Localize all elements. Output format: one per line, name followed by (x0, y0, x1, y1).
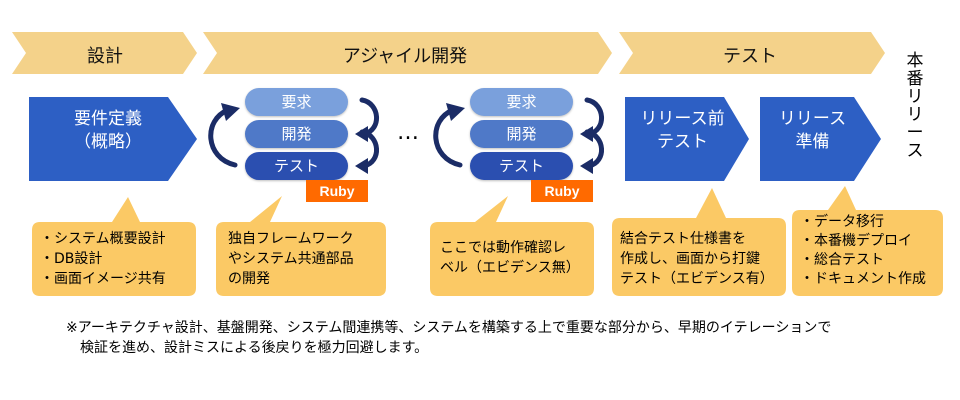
footnote: ※アーキテクチャ設計、基盤開発、システム間連携等、システムを構築する上で重要な部… (66, 318, 926, 358)
box-arrow-requirements (29, 97, 197, 181)
arrowhead-right-top-2 (580, 126, 593, 142)
note-bubble-release (792, 186, 943, 296)
cycle2-test-pill: テスト (470, 152, 573, 180)
release-label-char: ス (906, 141, 924, 161)
release-label-char: リ (906, 87, 924, 107)
release-label-char: ー (906, 123, 924, 143)
release-prep-line-2: 準備 (795, 132, 830, 152)
cycle2-ruby-badge: Ruby (531, 180, 593, 202)
cycle-ellipsis: … (397, 120, 419, 145)
note-test: 結合テスト仕様書を 作成し、画面から打鍵 テスト（エビデンス有） (620, 229, 786, 289)
cycle1-requirement-pill: 要求 (245, 88, 348, 116)
note-cycle2: ここでは動作確認レ ベル（エビデンス無） (440, 238, 594, 278)
arrowhead-right-bottom-2 (580, 158, 593, 174)
note-test-line: テスト（エビデンス有） (620, 271, 774, 287)
arrowhead-left-2 (446, 103, 465, 121)
release-label-char: 本 (906, 51, 924, 71)
cycle2-requirement-pill: 要求 (470, 88, 573, 116)
box-arrow-release-prep (760, 97, 881, 181)
phase-chevron-agile (203, 32, 612, 74)
release-label: 本番リリース (905, 52, 925, 160)
note-release-line: ・本番機デプロイ (800, 233, 912, 249)
cycle-left-arrow-1 (208, 107, 238, 168)
note-bubble-design (32, 197, 196, 296)
note-design-line: ・システム概要設計 (40, 231, 166, 247)
pre-release-test-line-1: リリース前 (640, 109, 725, 129)
note-cycle1-line: の開発 (228, 271, 270, 287)
note-bubble-cycle2 (430, 196, 594, 296)
box-arrow-pre-release-test (625, 97, 749, 181)
phase-chevron-design (12, 32, 197, 74)
release-label-char: 番 (906, 69, 924, 89)
arrowhead-right-top-1 (355, 126, 368, 142)
pre-release-test-text: リリース前 テスト (625, 108, 740, 154)
note-release-line: ・ドキュメント作成 (800, 271, 926, 287)
cycle1-test-pill: テスト (245, 152, 348, 180)
requirements-line-2: （概略） (74, 132, 142, 152)
note-release-line: ・データ移行 (800, 214, 884, 230)
note-design-line: ・DB設計 (40, 251, 103, 267)
release-prep-line-1: リリース (778, 109, 847, 129)
arrowhead-right-bottom-1 (355, 158, 368, 174)
note-test-line: 結合テスト仕様書を (620, 231, 746, 247)
release-prep-text: リリース 準備 (760, 108, 865, 154)
cycle1-ruby-badge: Ruby (306, 180, 368, 202)
phase-label-test: テスト (723, 46, 777, 67)
release-label-char: リ (906, 105, 924, 125)
arrowhead-left-1 (221, 103, 240, 121)
phase-label-design: 設計 (87, 46, 123, 67)
note-release-line: ・総合テスト (800, 252, 884, 268)
note-design: ・システム概要設計 ・DB設計 ・画面イメージ共有 (40, 229, 196, 289)
note-cycle1: 独自フレームワーク やシステム共通部品 の開発 (228, 229, 384, 289)
note-cycle2-line: ここでは動作確認レ (440, 240, 566, 256)
phase-chevron-test (619, 32, 885, 74)
pre-release-test-line-2: テスト (657, 132, 708, 152)
requirements-line-1: 要件定義 (74, 109, 142, 129)
note-test-line: 作成し、画面から打鍵 (620, 251, 760, 267)
note-cycle1-line: 独自フレームワーク (228, 231, 354, 247)
note-bubble-test (612, 188, 786, 296)
footnote-line-1: ※アーキテクチャ設計、基盤開発、システム間連携等、システムを構築する上で重要な部… (66, 320, 832, 336)
note-release: ・データ移行 ・本番機デプロイ ・総合テスト ・ドキュメント作成 (800, 213, 943, 289)
cycle2-development-pill: 開発 (470, 120, 573, 148)
note-design-line: ・画面イメージ共有 (40, 271, 166, 287)
phase-label-agile: アジャイル開発 (342, 46, 468, 67)
note-cycle2-line: ベル（エビデンス無） (440, 260, 580, 276)
cycle1-development-pill: 開発 (245, 120, 348, 148)
footnote-line-2: 検証を進め、設計ミスによる後戻りを極力回避します。 (80, 340, 429, 356)
cycle-left-arrow-2 (433, 107, 463, 168)
note-cycle1-line: やシステム共通部品 (228, 251, 354, 267)
requirements-box-text: 要件定義 （概略） (38, 108, 178, 154)
note-bubble-cycle1 (216, 196, 386, 296)
